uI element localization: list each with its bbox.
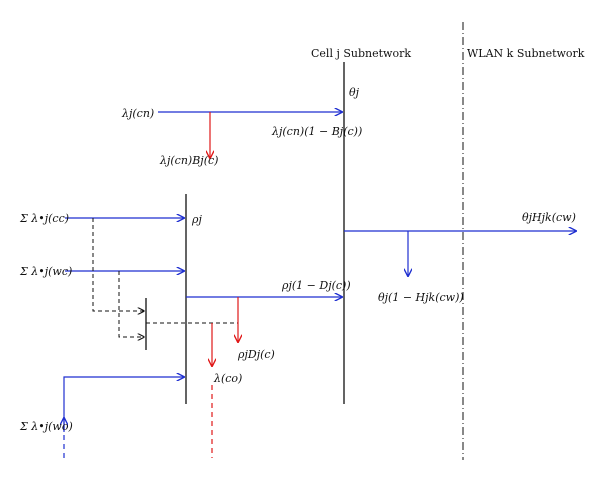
sum-wo-label: Σ λ•j(wo) [19,420,73,433]
sum-wo-arrow [63,377,184,428]
cell-subnetwork-header: Cell j Subnetwork [311,47,411,60]
rho-drop-label: ρjDj(c) [237,348,275,361]
theta-H-label: θjHjk(cw) [522,211,576,224]
lambda-cn-label: λj(cn) [121,107,154,120]
sum-cc-label: Σ λ•j(cc) [19,212,69,225]
lambda-co-label: λ(co) [213,372,242,385]
theta-label: θj [349,86,360,99]
lambda-cn-block-label: λj(cn)Bj(c) [159,154,218,167]
rho-pass-label: ρj(1 − Dj(c)) [281,279,351,292]
wlan-subnetwork-header: WLAN k Subnetwork [467,47,585,60]
dashed-path-cc [92,218,144,311]
rho-label: ρj [191,213,202,226]
lambda-cn-pass-label: λj(cn)(1 − Bj(c)) [271,125,362,138]
dashed-path-wc [118,271,144,337]
sum-wc-label: Σ λ•j(wc) [19,265,72,278]
theta-1mH-label: θj(1 − Hjk(cw)) [378,291,464,304]
